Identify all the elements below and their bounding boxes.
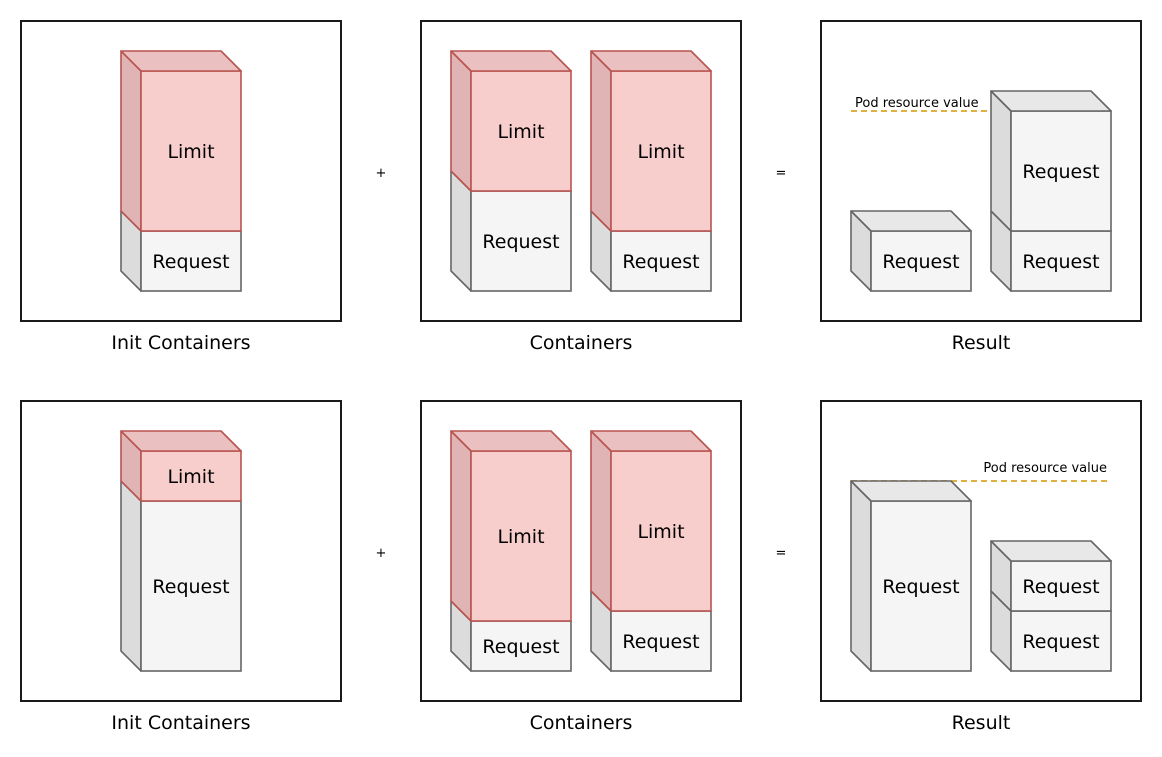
pod-resource-label-2: Pod resource value <box>983 461 1107 476</box>
init-container-2-1-limit-top <box>120 430 242 452</box>
container-1-2-limit-side <box>590 50 612 232</box>
container-1-2-limit-top <box>590 50 712 72</box>
init-containers-caption-2: Init Containers <box>111 712 250 734</box>
init-container-1-1-limit-label: Limit <box>167 141 214 163</box>
equals-operator-1: = <box>776 166 787 181</box>
result-2-1-request-1-front <box>870 500 972 672</box>
container-2-1-limit-label: Limit <box>497 526 544 548</box>
init-container-1-1-request-front <box>140 230 242 292</box>
container-1-2-request-label: Request <box>622 251 699 273</box>
result-2-2-request-1-front <box>1010 610 1112 672</box>
container-2-1-request-front <box>470 620 572 672</box>
result-2-2-request-1-label: Request <box>1022 631 1099 653</box>
result-caption-2: Result <box>952 712 1011 734</box>
container-1-1-limit-label: Limit <box>497 121 544 143</box>
init-container-1-1-limit-side <box>120 50 142 232</box>
result-1-2-request-2-label: Request <box>1022 161 1099 183</box>
container-2-1-limit-side <box>450 430 472 622</box>
init-container-2-1-request-front <box>140 500 242 672</box>
init-container-2-1-limit-front <box>140 450 242 502</box>
block-layer: RequestLimitRequestLimitRequestLimitRequ… <box>120 50 1112 672</box>
result-2-2-request-2-front <box>1010 560 1112 612</box>
container-2-2-limit-top <box>590 430 712 452</box>
result-2-1-request-1-top <box>850 480 972 502</box>
result-1-1-request-1-label: Request <box>882 251 959 273</box>
result-1-2-request-2-top <box>990 90 1112 112</box>
equals-operator-2: = <box>776 546 787 561</box>
init-container-2-1-request-label: Request <box>152 576 229 598</box>
containers-frame-1 <box>420 20 742 322</box>
container-1-1-limit-front <box>470 70 572 192</box>
container-2-2-request-label: Request <box>622 631 699 653</box>
init-containers-frame-1 <box>20 20 342 322</box>
result-2-1-request-1-label: Request <box>882 576 959 598</box>
container-1-1-limit-side <box>450 50 472 192</box>
container-2-1-request-label: Request <box>482 636 559 658</box>
container-2-1-limit-top <box>450 430 572 452</box>
init-container-2-1-request-side <box>120 480 142 672</box>
result-frame-1 <box>820 20 1142 322</box>
init-container-1-1-limit-top <box>120 50 242 72</box>
result-2-2-request-2-label: Request <box>1022 576 1099 598</box>
containers-frame-2 <box>420 400 742 702</box>
container-2-2-limit-side <box>590 430 612 612</box>
result-1-2-request-2-side <box>990 90 1012 232</box>
init-containers-frame-2 <box>20 400 342 702</box>
container-2-2-request-front <box>610 610 712 672</box>
plus-operator-2: + <box>376 546 387 561</box>
result-1-2-request-1-front <box>1010 230 1112 292</box>
result-caption-1: Result <box>952 332 1011 354</box>
init-container-1-1-request-label: Request <box>152 251 229 273</box>
pod-resource-label-1: Pod resource value <box>855 96 979 111</box>
result-2-2-request-2-top <box>990 540 1112 562</box>
result-2-1-request-1-side <box>850 480 872 672</box>
plus-operator-1: + <box>376 166 387 181</box>
container-1-1-request-front <box>470 190 572 292</box>
result-1-1-request-1-front <box>870 230 972 292</box>
init-container-2-1-limit-label: Limit <box>167 466 214 488</box>
container-1-2-limit-front <box>610 70 712 232</box>
result-1-2-request-2-front <box>1010 110 1112 232</box>
container-1-1-request-label: Request <box>482 231 559 253</box>
container-2-2-limit-front <box>610 450 712 612</box>
init-containers-caption-1: Init Containers <box>111 332 250 354</box>
result-1-1-request-1-top <box>850 210 972 232</box>
container-1-1-limit-top <box>450 50 572 72</box>
result-frame-2 <box>820 400 1142 702</box>
result-1-2-request-1-label: Request <box>1022 251 1099 273</box>
containers-caption-1: Containers <box>530 332 633 354</box>
init-container-1-1-limit-front <box>140 70 242 232</box>
container-2-2-limit-label: Limit <box>637 521 684 543</box>
containers-caption-2: Containers <box>530 712 633 734</box>
container-1-2-limit-label: Limit <box>637 141 684 163</box>
